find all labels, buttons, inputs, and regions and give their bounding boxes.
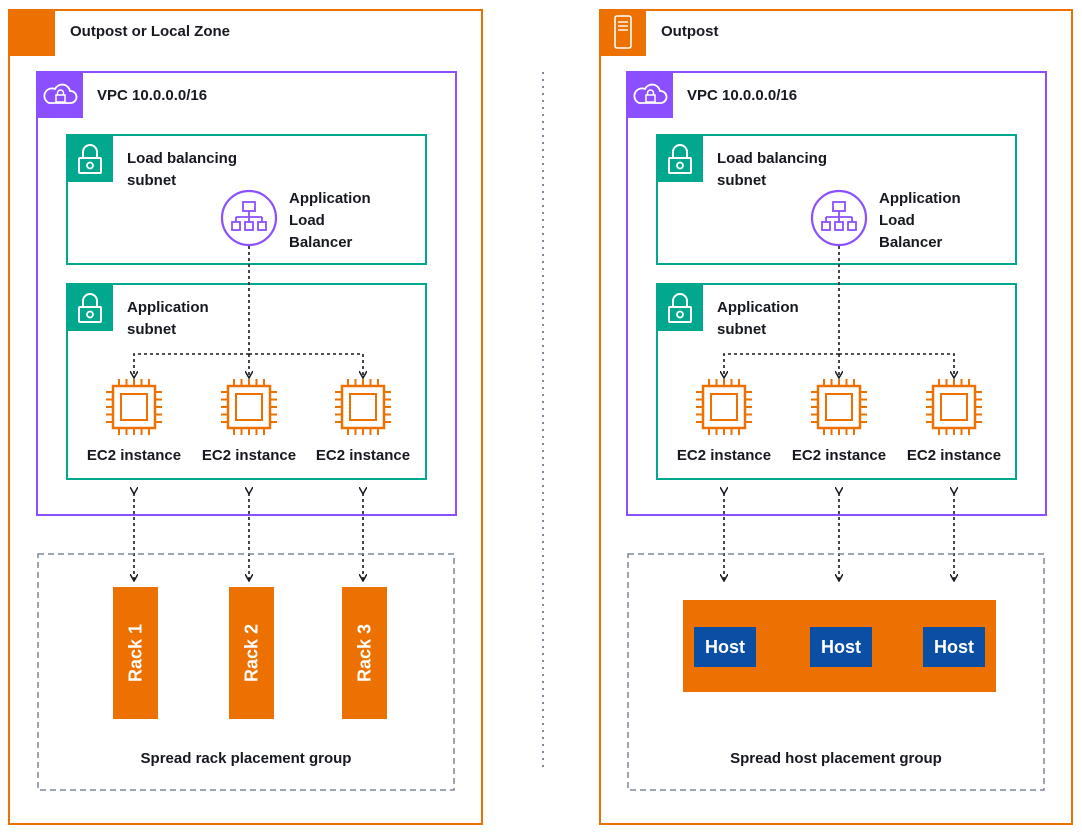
instance-label: EC2 instance: [86, 447, 182, 464]
outer-title: Outpost or Local Zone: [70, 23, 230, 40]
app-subnet-boundary: [656, 283, 1017, 480]
rack-label: Rack 2: [241, 623, 261, 683]
instance-to-rack-connector: [134, 493, 363, 580]
lb-subnet-label: Load balancing subnet: [127, 150, 238, 189]
ec2-chip-icon: [924, 377, 984, 437]
ec2-chip-icon: [809, 377, 869, 437]
lb-subnet-boundary: [66, 134, 427, 265]
outer-title: Outpost: [661, 23, 719, 40]
host: Host: [923, 627, 985, 667]
ec2-chip-icon: [104, 377, 164, 437]
rack: Rack 2: [229, 587, 274, 719]
alb-label: Application Load Balancer: [879, 190, 961, 251]
padlock-icon: [66, 135, 114, 183]
rack-label: Rack 3: [354, 623, 374, 683]
alb-to-instances-connector: [724, 246, 954, 377]
ec2-chip-icon: [333, 377, 393, 437]
application-load-balancer-icon: [810, 189, 868, 247]
instance-label: EC2 instance: [906, 447, 1002, 464]
placement-group-boundary: [627, 553, 1045, 791]
app-subnet-label: Application subnet: [127, 299, 209, 338]
instance-label: EC2 instance: [791, 447, 887, 464]
rack: Rack 1: [113, 587, 158, 719]
vpc-cloud-lock-icon: [626, 71, 674, 119]
rack-label: Rack 1: [125, 623, 145, 683]
instance-label: EC2 instance: [201, 447, 297, 464]
lb-subnet-boundary: [656, 134, 1017, 265]
outpost-square-icon: [9, 10, 55, 56]
alb-label: Application Load Balancer: [289, 190, 371, 251]
padlock-icon: [66, 284, 114, 332]
instance-label: EC2 instance: [676, 447, 772, 464]
alb-to-instances-connector: [134, 246, 363, 377]
ec2-chip-icon: [694, 377, 754, 437]
vpc-label: VPC 10.0.0.0/16: [687, 87, 798, 104]
instance-to-host-connector: [724, 493, 954, 580]
outpost-server-icon: [600, 10, 646, 56]
vpc-cloud-lock-icon: [36, 71, 84, 119]
placement-group-label: Spread host placement group: [730, 750, 942, 767]
rack: Rack 3: [342, 587, 387, 719]
host: Host: [810, 627, 872, 667]
outpost-zone-boundary: [8, 9, 483, 825]
host: Host: [694, 627, 756, 667]
app-subnet-boundary: [66, 283, 427, 480]
host-group: Host Host Host: [683, 600, 996, 692]
padlock-icon: [656, 135, 704, 183]
placement-group-boundary: [37, 553, 455, 791]
vpc-label: VPC 10.0.0.0/16: [97, 87, 208, 104]
lb-subnet-label: Load balancing subnet: [717, 150, 828, 189]
instance-label: EC2 instance: [315, 447, 411, 464]
padlock-icon: [656, 284, 704, 332]
placement-group-label: Spread rack placement group: [140, 750, 352, 767]
app-subnet-label: Application subnet: [717, 299, 799, 338]
application-load-balancer-icon: [220, 189, 278, 247]
ec2-chip-icon: [219, 377, 279, 437]
outpost-boundary: [599, 9, 1073, 825]
